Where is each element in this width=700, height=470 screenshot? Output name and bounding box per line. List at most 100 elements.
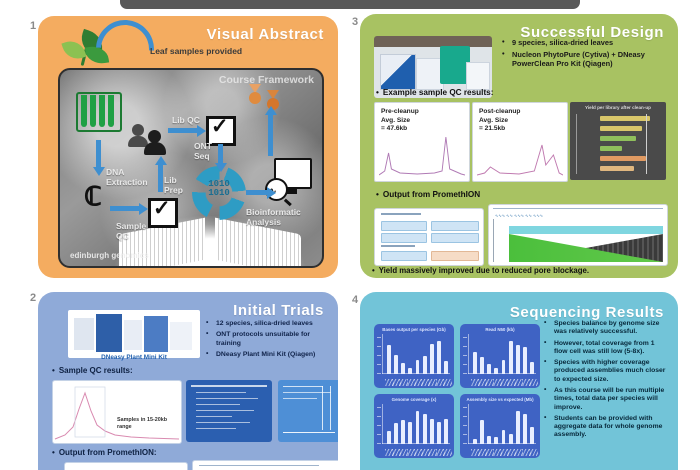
- bar-chart-4: Assembly size vs expected (Mb): [460, 394, 540, 458]
- label-output-promethion-3: •Output from PromethION: [376, 190, 481, 199]
- axis-tick-label: [521, 449, 531, 456]
- y-axis-tick: [377, 346, 381, 347]
- qc-card-line3: = 21.5kb: [479, 125, 506, 133]
- bar: [501, 429, 506, 444]
- y-axis-tick: [463, 355, 467, 356]
- bar: [472, 352, 477, 374]
- panel-number-3: 3: [352, 16, 359, 28]
- chart-title: Genome coverage (x): [391, 397, 437, 402]
- y-axis-tick: [377, 355, 381, 356]
- bar: [401, 362, 406, 374]
- bar: [479, 420, 484, 444]
- y-axis-tick: [377, 425, 381, 426]
- bar: [501, 359, 506, 374]
- step-label-lib-qc: Lib QC: [172, 115, 200, 125]
- arrow-dna-extraction: [92, 140, 105, 176]
- top-bar: [120, 0, 580, 9]
- qc-card-line2: Avg. Size: [479, 116, 509, 124]
- diagram-title: Course Framework: [218, 74, 314, 86]
- qc-card-post-cleanup: Post-cleanup Avg. Size = 21.5kb: [472, 102, 568, 182]
- label-example-sample-qc: •Example sample QC results:: [376, 88, 494, 97]
- promethion-summary-1: [64, 462, 188, 470]
- axis-tick-label: [399, 379, 409, 386]
- y-axis-tick: [377, 407, 381, 408]
- y-axis-tick: [377, 373, 381, 374]
- axis-tick-label: [492, 379, 502, 386]
- bar: [393, 423, 398, 444]
- bar: [415, 359, 420, 374]
- promethion-stats-card: [374, 208, 484, 266]
- bar: [393, 355, 398, 374]
- qc-card-line3: = 47.6kb: [381, 125, 408, 133]
- panel-visual-abstract: Visual Abstract Leaf samples provided Co…: [38, 16, 338, 278]
- promethion-run-chart: ∿∿∿ ∿∿ ∿∿∿ ∿∿ ∿∿∿: [488, 204, 668, 266]
- qc-card-text: Post-cleanup Avg. Size = 21.5kb: [479, 108, 520, 134]
- y-axis-tick: [463, 337, 467, 338]
- axis-tick-label: [528, 449, 538, 456]
- qc-card-title: Pre-cleanup: [381, 108, 419, 115]
- extraction-kits-image: [374, 36, 492, 98]
- data-swirl-icon: [192, 166, 246, 220]
- bar: [479, 356, 484, 374]
- axis-tick-label: [485, 449, 495, 456]
- sample-tubes-icon: [76, 92, 122, 132]
- axis-tick-label: [413, 449, 423, 456]
- y-axis-tick: [463, 416, 467, 417]
- monitor-icon: [274, 158, 312, 194]
- bar: [429, 343, 434, 374]
- report-screenshot-1: [186, 380, 272, 442]
- axis-tick-label: [406, 379, 416, 386]
- axis-tick-label: [392, 379, 402, 386]
- qc-card-line2: Avg. Size: [381, 116, 411, 124]
- dna-helix-icon: 𝕔: [83, 175, 103, 213]
- bar-chart-2: Read N50 (kb): [460, 324, 540, 388]
- bar: [386, 345, 391, 374]
- axis-tick-label: [392, 449, 402, 456]
- bar: [401, 420, 406, 444]
- arrow-lib-qc: [168, 124, 206, 137]
- list-item: 12 species, silica-dried leaves: [206, 319, 334, 328]
- bar-chart-3: Genome coverage (x): [374, 394, 454, 458]
- medal-icon-1: [248, 84, 262, 106]
- arrow-lib-prep: [154, 156, 167, 192]
- bar: [530, 426, 535, 444]
- axis-tick-label: [471, 449, 480, 456]
- bar: [494, 437, 499, 444]
- y-axis-tick: [463, 364, 467, 365]
- step-label-dna-extraction: DNA Extraction: [106, 167, 148, 187]
- axis-tick-label: [421, 379, 431, 386]
- qc-trace-pre: [378, 131, 466, 177]
- axis-tick-label: [514, 379, 524, 386]
- y-axis-tick: [463, 443, 467, 444]
- y-axis-tick: [377, 416, 381, 417]
- bar: [422, 356, 427, 374]
- axis-tick-label: [421, 449, 431, 456]
- report-screenshot-2: [278, 380, 338, 442]
- panel3-bullets: 9 species, silica-dried leaves Nucleon P…: [502, 37, 668, 71]
- bar: [515, 411, 520, 444]
- list-item: However, total coverage from 1 flow cell…: [544, 339, 668, 357]
- y-axis-tick: [377, 364, 381, 365]
- label-sample-qc-results: •Sample QC results:: [52, 366, 133, 375]
- bar: [530, 362, 535, 374]
- chart-title: Yield per library after clean-up: [585, 105, 651, 110]
- step-label-bioinformatic-analysis: Bioinformatic Analysis: [246, 207, 301, 227]
- axis-tick-label: [385, 379, 394, 386]
- bar: [444, 360, 449, 374]
- axis-tick-label: [514, 449, 524, 456]
- bar: [472, 438, 477, 444]
- y-axis-tick: [463, 434, 467, 435]
- axis-tick-label: [471, 379, 480, 386]
- axis-tick-label: [478, 379, 488, 386]
- step-label-sample-qc: Sample QC: [116, 221, 147, 241]
- axis-tick-label: [478, 449, 488, 456]
- axis-tick-label: [521, 379, 531, 386]
- y-axis-tick: [377, 434, 381, 435]
- edinburgh-genomics-logo: edinburgh genomics: [70, 250, 149, 260]
- sample-qc-checkbox-icon: [148, 196, 178, 228]
- bar: [422, 414, 427, 444]
- panel-number-2: 2: [30, 292, 37, 304]
- arrow-bioinf: [246, 186, 276, 199]
- list-item: Species balance by genome size was relat…: [544, 319, 668, 337]
